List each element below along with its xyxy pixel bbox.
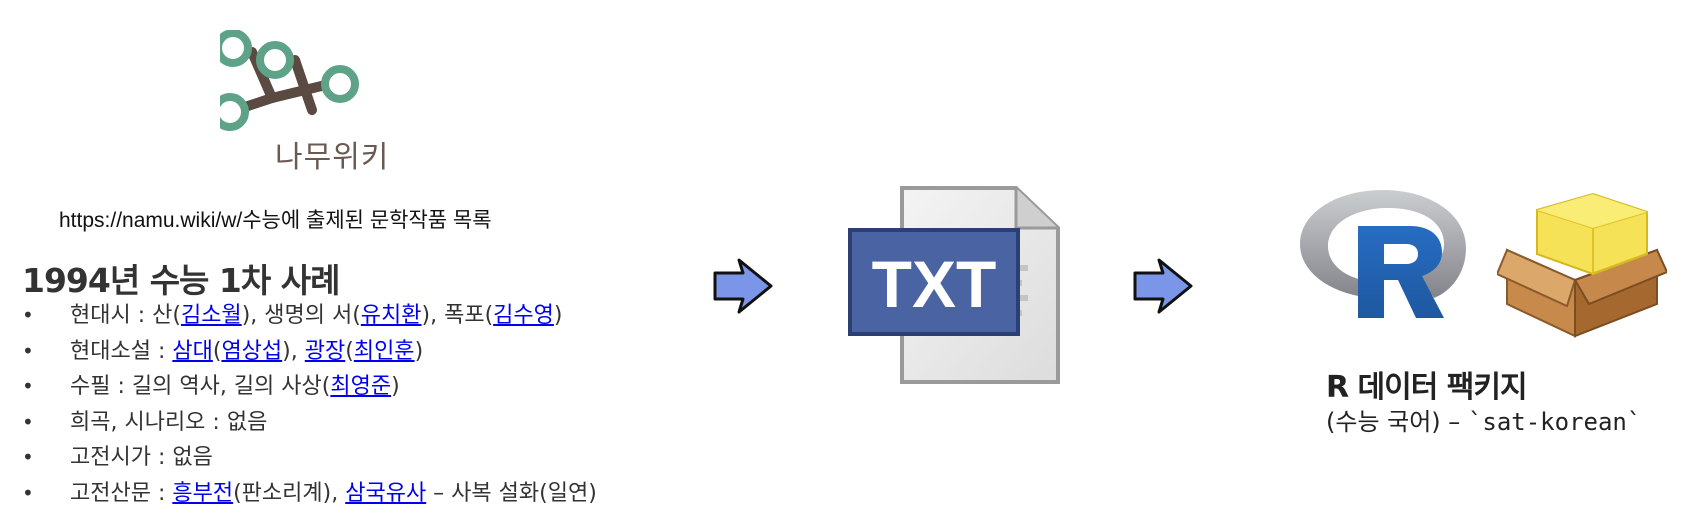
work-text: ( xyxy=(345,338,354,364)
work-item-text: 고전시가 : 없음 xyxy=(70,440,213,476)
work-text: ) xyxy=(391,374,400,399)
work-text: ), xyxy=(282,338,305,364)
work-text: 수필 : 길의 역사, 길의 사상( xyxy=(70,374,331,399)
work-item-text: 고전산문 : 흥부전(판소리계), 삼국유사 – 사복 설화(일연) xyxy=(70,476,597,512)
work-link[interactable]: 흥부전 xyxy=(172,480,234,506)
work-text: 희곡, 시나리오 : 없음 xyxy=(70,409,268,435)
work-link[interactable]: 최인훈 xyxy=(353,338,415,364)
work-text: (판소리계), xyxy=(233,480,346,506)
work-text: – 사복 설화(일연) xyxy=(426,480,597,506)
work-link[interactable]: 유치환 xyxy=(360,303,422,328)
right-arrow-icon xyxy=(1133,258,1193,314)
work-item-text: 현대시 : 산(김소월), 생명의 서(유치환), 폭포(김수영) xyxy=(70,298,563,334)
work-text: 현대소설 : xyxy=(70,338,173,364)
text-file-icon: TXT xyxy=(848,186,1060,384)
txt-label: TXT xyxy=(872,247,997,321)
work-link[interactable]: 염상섭 xyxy=(221,338,283,364)
work-item: •현대소설 : 삼대(염상섭), 광장(최인훈) xyxy=(22,334,597,370)
work-link[interactable]: 김수영 xyxy=(493,303,554,328)
bullet-mark: • xyxy=(22,338,34,363)
work-link[interactable]: 최영준 xyxy=(330,374,392,399)
work-link[interactable]: 김소월 xyxy=(180,303,242,328)
work-link[interactable]: 삼국유사 xyxy=(345,480,427,506)
work-text: 고전산문 : xyxy=(70,480,173,506)
namuwiki-logo xyxy=(220,30,359,131)
work-link[interactable]: 광장 xyxy=(304,338,346,364)
work-text: 현대시 : 산( xyxy=(70,303,181,328)
package-subtitle: (수능 국어) – `sat-korean` xyxy=(1326,402,1641,437)
bullet-mark: • xyxy=(22,374,34,398)
work-item: • 희곡, 시나리오 : 없음 xyxy=(22,405,597,441)
package-icon xyxy=(1497,192,1667,338)
bullet-mark: • xyxy=(22,480,34,505)
bullet-mark: • xyxy=(22,445,34,469)
work-item-text: 희곡, 시나리오 : 없음 xyxy=(70,405,267,441)
package-subtitle-prefix: (수능 국어) – xyxy=(1326,408,1468,436)
bullet-mark: • xyxy=(22,303,34,327)
logo-wordmark: 나무위키 xyxy=(275,140,390,175)
package-title: R 데이터 팩키지 xyxy=(1326,370,1528,405)
work-item: • 현대시 : 산(김소월), 생명의 서(유치환), 폭포(김수영) xyxy=(22,298,597,334)
work-item-text: 수필 : 길의 역사, 길의 사상(최영준) xyxy=(70,369,400,405)
package-name-code: `sat-korean` xyxy=(1467,408,1642,436)
works-list: • 현대시 : 산(김소월), 생명의 서(유치환), 폭포(김수영) • 현대소설 … xyxy=(22,298,597,511)
work-text: 고전시가 : 없음 xyxy=(70,445,213,470)
work-item: • 고전시가 : 없음 xyxy=(22,440,597,476)
work-item-text: 현대소설 : 삼대(염상섭), 광장(최인훈) xyxy=(70,334,423,370)
right-arrow-icon xyxy=(713,258,773,314)
work-text: ), 생명의 서( xyxy=(241,303,361,328)
work-text: ), 폭포( xyxy=(421,303,494,328)
work-item: • 고전산문 : 흥부전(판소리계), 삼국유사 – 사복 설화(일연) xyxy=(22,476,597,512)
source-url[interactable]: https://namu.wiki/w/수능에 출제된 문학작품 목록 xyxy=(59,209,492,232)
r-logo-icon xyxy=(1300,190,1466,318)
work-text: ) xyxy=(553,303,563,328)
work-text: ( xyxy=(212,338,222,364)
work-item: • 수필 : 길의 역사, 길의 사상(최영준) xyxy=(22,369,597,405)
work-text: ) xyxy=(414,338,424,364)
work-link[interactable]: 삼대 xyxy=(172,338,213,364)
bullet-mark: • xyxy=(22,409,34,434)
case-title: 1994년 수능 1차 사례 xyxy=(22,261,340,300)
